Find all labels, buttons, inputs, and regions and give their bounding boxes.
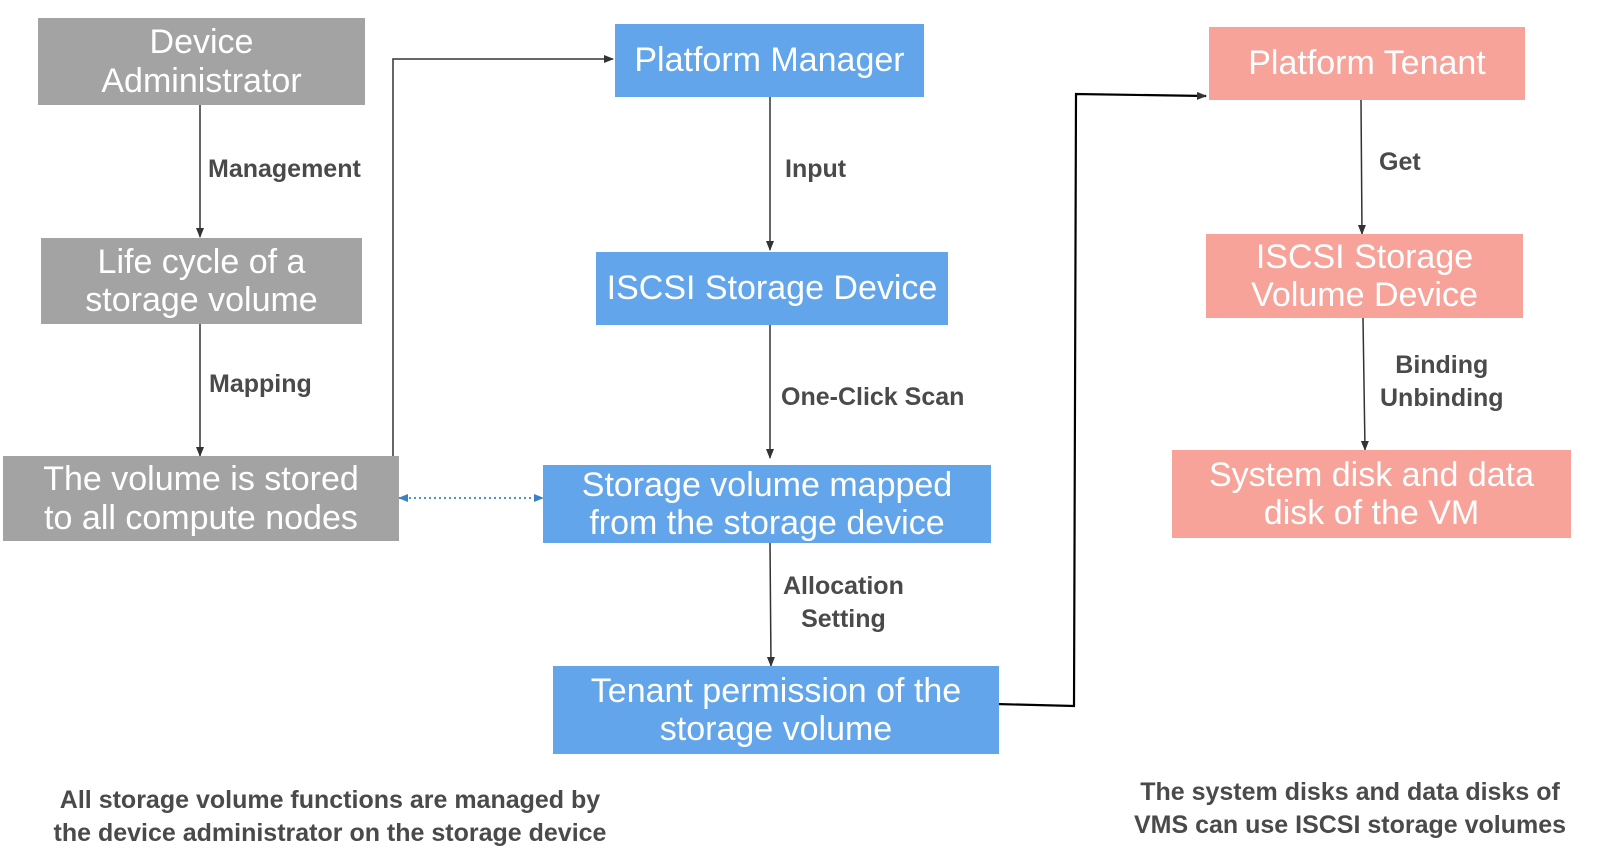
volume-stored-box: The volume is stored to all compute node…: [3, 456, 399, 541]
arrow-volume-stored-to-platform-manager: [392, 55, 614, 474]
edge-label-management: Management: [208, 155, 361, 183]
note-left: All storage volume functions are managed…: [53, 786, 607, 847]
arrow-mapped-volume-to-tenant-permission: [766, 542, 775, 667]
arrow-tenant-permission-to-platform-tenant: [995, 91, 1207, 708]
device-administrator-box: Device Administrator: [38, 18, 365, 105]
edge-label-binding-unbinding: Binding Unbinding: [1380, 351, 1504, 412]
platform-manager-box: Platform Manager: [615, 24, 924, 97]
platform-tenant-box: Platform Tenant: [1209, 27, 1525, 100]
arrow-iscsi-volume-device-to-system-disk: [1360, 317, 1369, 451]
system-disk-box: System disk and data disk of the VM: [1172, 450, 1571, 538]
iscsi-volume-device-box: ISCSI Storage Volume Device: [1206, 234, 1523, 318]
edge-label-input: Input: [785, 155, 847, 183]
edge-label-one-click-scan: One-Click Scan: [781, 383, 965, 411]
edge-label-mapping: Mapping: [209, 370, 312, 398]
iscsi-storage-device-box: ISCSI Storage Device: [596, 252, 948, 325]
note-right: The system disks and data disks of VMS c…: [1133, 778, 1567, 839]
tenant-permission-box: Tenant permission of the storage volume: [553, 666, 999, 754]
edge-label-allocation-setting: Allocation Setting: [783, 572, 904, 633]
life-cycle-box: Life cycle of a storage volume: [41, 238, 362, 324]
edge-label-get: Get: [1379, 148, 1421, 176]
arrow-platform-tenant-to-iscsi-volume-device: [1357, 99, 1366, 235]
mapped-volume-box: Storage volume mapped from the storage d…: [543, 465, 991, 543]
